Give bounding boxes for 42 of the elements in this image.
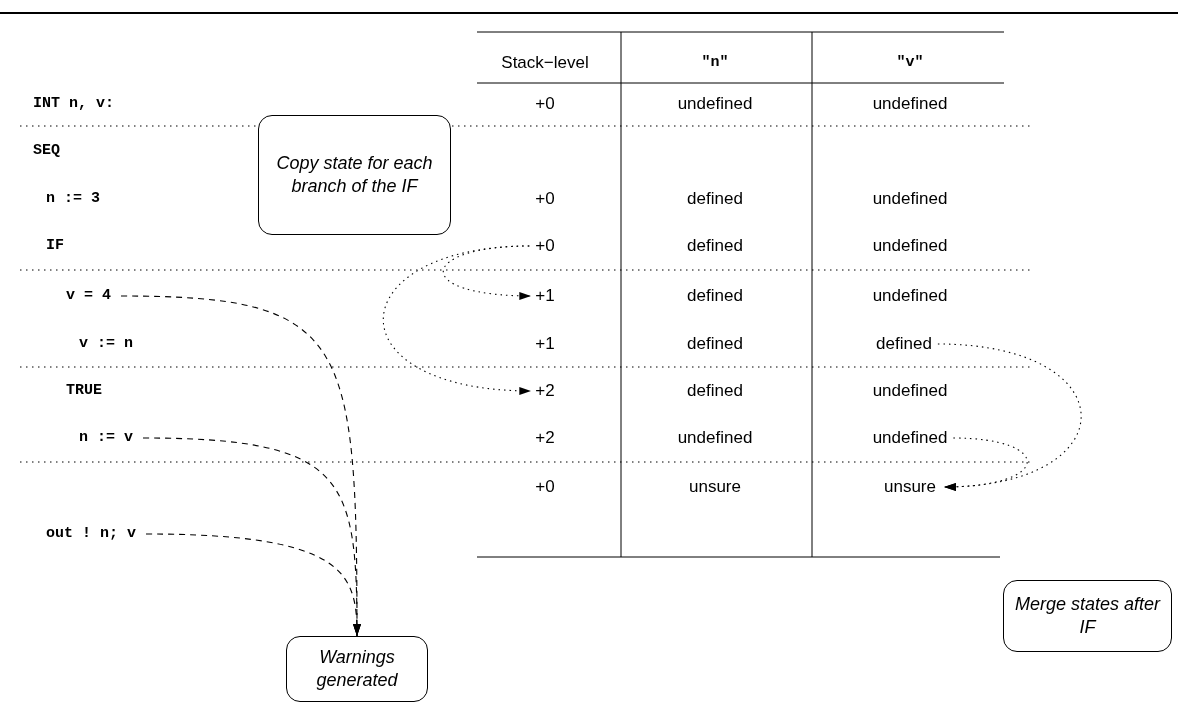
note-callout: Copy state for each branch of the IF <box>258 115 451 235</box>
table-cell: defined <box>687 380 743 402</box>
table-cell: defined <box>687 333 743 355</box>
table-cell: undefined <box>872 93 948 115</box>
code-line: TRUE <box>66 382 102 400</box>
state-cell: defined <box>876 333 932 355</box>
note-callout: Merge states after IF <box>1003 580 1172 652</box>
stack-level-cell: +0 <box>535 235 555 257</box>
state-cell: unsure <box>884 476 936 498</box>
table-cell: defined <box>687 285 743 307</box>
column-header: Stack−level <box>501 52 589 74</box>
stack-level-cell: +2 <box>535 380 555 402</box>
code-line: "v" <box>896 54 924 72</box>
code-line: INT n, v: <box>33 95 114 113</box>
table-cell: undefined <box>677 427 753 449</box>
code-line: SEQ <box>33 142 60 160</box>
table-cell: undefined <box>872 380 948 402</box>
table-cell: undefined <box>677 93 753 115</box>
table-cell: undefined <box>872 235 948 257</box>
code-line: "n" <box>701 54 729 72</box>
table-cell: +0 <box>535 93 555 115</box>
table-cell: +2 <box>535 427 555 449</box>
table-cell: undefined <box>872 188 948 210</box>
state-cell: undefined <box>872 427 948 449</box>
table-cell: unsure <box>689 476 741 498</box>
code-line: n := v <box>79 429 133 447</box>
code-line: v := n <box>79 335 133 353</box>
table-cell: +1 <box>535 333 555 355</box>
code-line: v = 4 <box>66 287 111 305</box>
table-cell: undefined <box>872 285 948 307</box>
code-line: out ! n; v <box>46 525 136 543</box>
table-cell: +0 <box>535 188 555 210</box>
table-cell: defined <box>687 235 743 257</box>
arrow <box>943 437 1028 491</box>
arrow <box>382 245 532 395</box>
code-line: n := 3 <box>46 190 100 208</box>
table-cell: defined <box>687 188 743 210</box>
stack-level-cell: +1 <box>535 285 555 307</box>
code-line: IF <box>46 237 64 255</box>
arrow <box>145 533 361 637</box>
note-callout: Warnings generated <box>286 636 428 702</box>
table-cell: +0 <box>535 476 555 498</box>
